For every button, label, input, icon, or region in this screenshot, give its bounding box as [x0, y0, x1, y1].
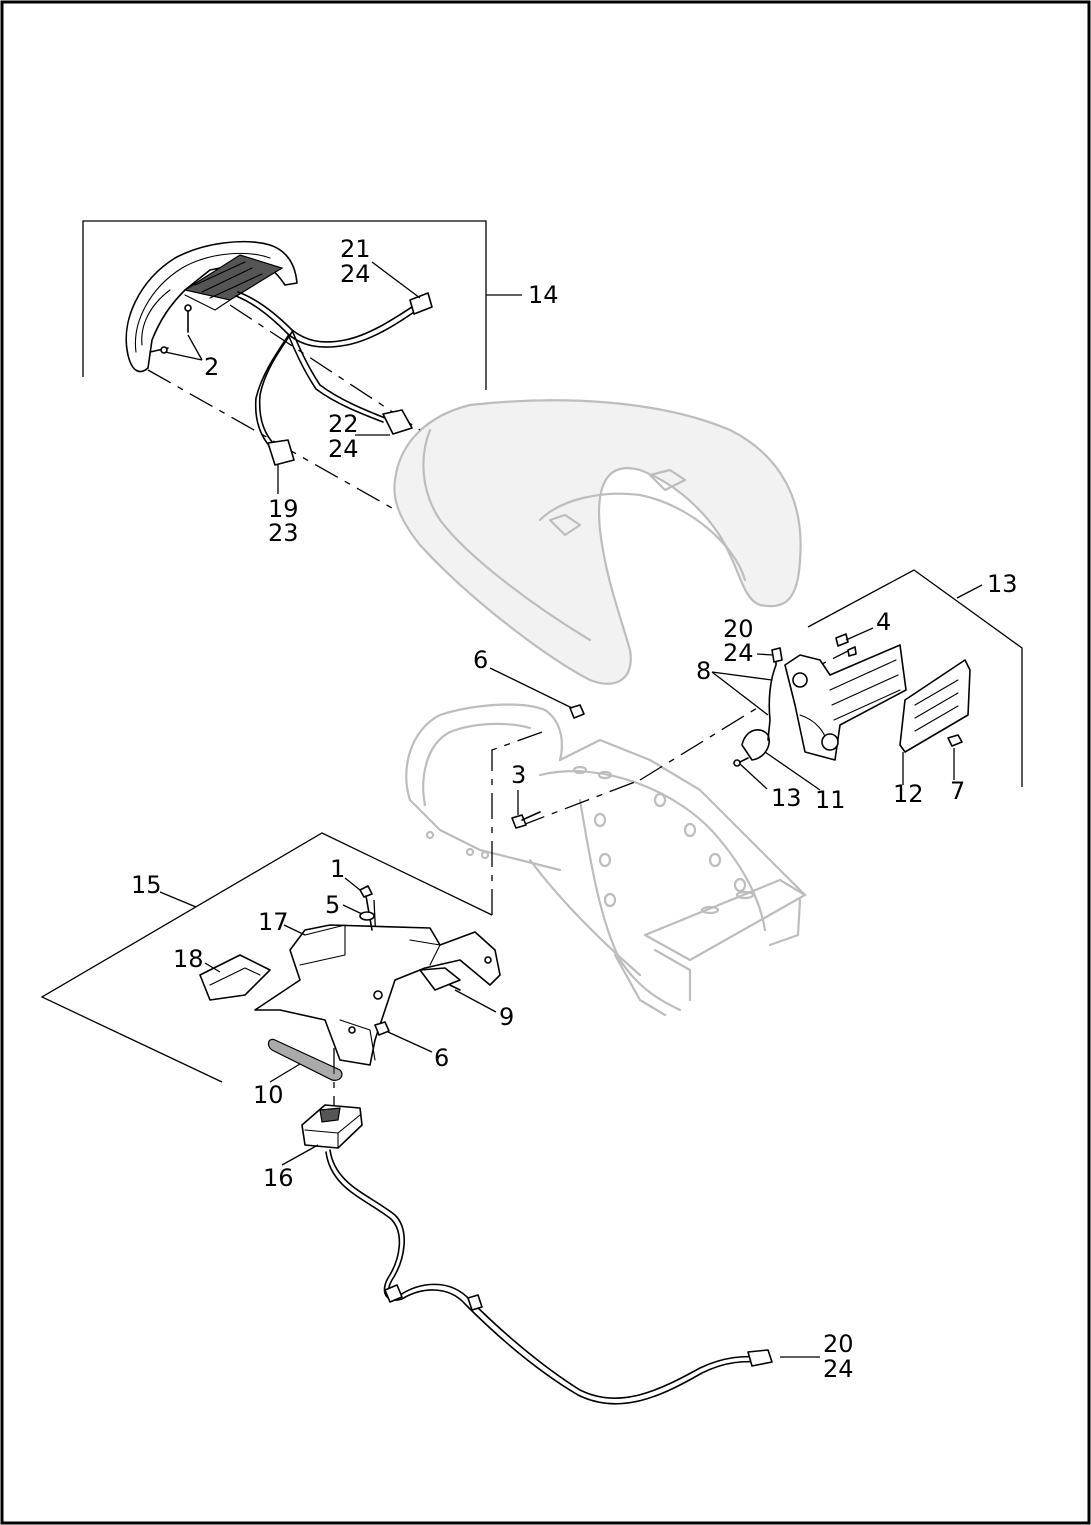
callout-20: 20 — [723, 615, 754, 643]
callout-24: 24 — [823, 1355, 854, 1383]
screw-4 — [835, 633, 857, 657]
callout-12: 12 — [893, 780, 924, 808]
callout-13: 13 — [771, 784, 802, 812]
fender-bracket-17 — [254, 924, 501, 1066]
washer-5 — [359, 911, 375, 921]
callout-22: 22 — [328, 410, 359, 438]
callout-24: 24 — [723, 639, 754, 667]
callout-24: 24 — [328, 435, 359, 463]
bolt-3 — [511, 811, 541, 829]
callout-10: 10 — [253, 1081, 284, 1109]
callout-6: 6 — [473, 646, 488, 674]
group-bracket-15 — [40, 832, 493, 1083]
callout-24: 24 — [340, 260, 371, 288]
reflector-11 — [741, 729, 770, 761]
callout-13: 13 — [987, 570, 1018, 598]
callout-7: 7 — [950, 777, 965, 805]
callout-21: 21 — [340, 235, 371, 263]
callout-19: 19 — [268, 495, 299, 523]
license-plate-bracket — [784, 644, 907, 761]
callout-20: 20 — [823, 1330, 854, 1358]
screw-13 — [733, 757, 749, 767]
callout-5: 5 — [325, 891, 340, 919]
callout-17: 17 — [258, 908, 289, 936]
callout-14: 14 — [528, 281, 559, 309]
license-plate-mount-12 — [899, 659, 971, 753]
callout-leaders — [164, 261, 955, 1358]
callout-6: 6 — [434, 1044, 449, 1072]
callout-16: 16 — [263, 1164, 294, 1192]
callout-23: 23 — [268, 519, 299, 547]
license-lamp-16 — [301, 1104, 363, 1149]
group-bracket-14 — [82, 220, 522, 390]
reflector-strip-10 — [267, 1038, 343, 1081]
bracket-9 — [419, 967, 461, 991]
nut-7 — [947, 734, 963, 747]
callout-15: 15 — [131, 871, 162, 899]
callout-labels: 21 24 14 2 22 24 19 23 13 4 20 24 6 8 3 … — [131, 235, 1018, 1383]
seat-ghost — [393, 399, 802, 685]
callout-3: 3 — [511, 761, 526, 789]
callout-1: 1 — [330, 855, 345, 883]
group-bracket-13 — [807, 569, 1023, 787]
cover-18 — [199, 954, 271, 1001]
frame-ghost — [405, 703, 807, 1017]
callout-18: 18 — [173, 945, 204, 973]
bolt-1 — [359, 885, 373, 931]
callout-4: 4 — [876, 608, 891, 636]
nut-6-lower — [374, 1021, 390, 1036]
lamp-wires-8 — [767, 647, 783, 741]
tail-lamp-harness — [235, 291, 433, 466]
callout-11: 11 — [815, 786, 846, 814]
callout-8: 8 — [696, 657, 711, 685]
callout-2: 2 — [204, 353, 219, 381]
license-lamp-harness — [325, 1149, 773, 1405]
callout-9: 9 — [499, 1003, 514, 1031]
tail-lamp-assembly — [125, 240, 298, 373]
nut-6-upper — [569, 704, 585, 719]
